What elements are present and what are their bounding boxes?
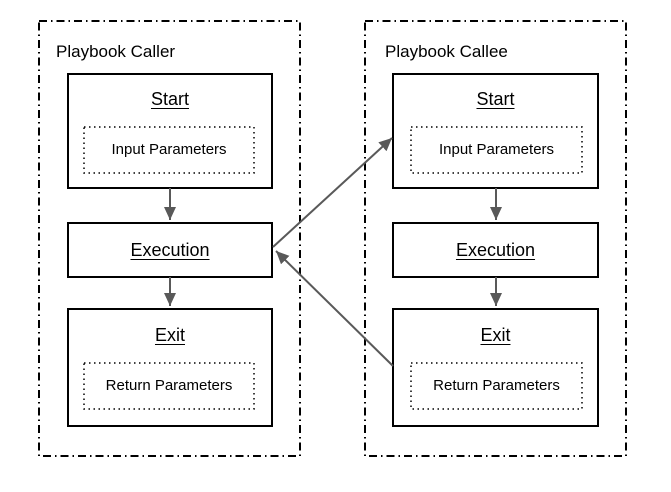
callee-start-label: Start (476, 89, 515, 109)
callee-execution-label: Execution (455, 240, 536, 260)
caller-exit-box (67, 308, 273, 427)
return-arrow (275, 250, 394, 367)
callee-exit-box (392, 308, 599, 427)
caller-execution-label: Execution (130, 240, 210, 260)
callee-return-parameters-label: Return Parameters (433, 377, 560, 394)
callee-input-parameters-label: Input Parameters (438, 141, 555, 158)
caller-return-parameters-label: Return Parameters (105, 377, 233, 394)
callee-exit-label: Exit (480, 325, 511, 345)
caller-input-parameters-box (83, 126, 255, 174)
callee-start-box (392, 73, 599, 189)
callee-return-parameters-box (410, 362, 583, 410)
caller-start-box (67, 73, 273, 189)
callee-input-parameters-box (410, 126, 583, 174)
caller-panel-title: Playbook Caller (56, 42, 176, 61)
caller-boundary (38, 20, 301, 457)
callee-panel-title: Playbook Callee (385, 42, 508, 61)
caller-start-label: Start (150, 89, 189, 109)
caller-return-parameters-box (83, 362, 255, 410)
caller-exit-label: Exit (154, 325, 185, 345)
callee-execution-box (392, 222, 599, 278)
call-arrow (272, 137, 393, 248)
caller-input-parameters-label: Input Parameters (111, 141, 227, 158)
callee-boundary (364, 20, 627, 457)
